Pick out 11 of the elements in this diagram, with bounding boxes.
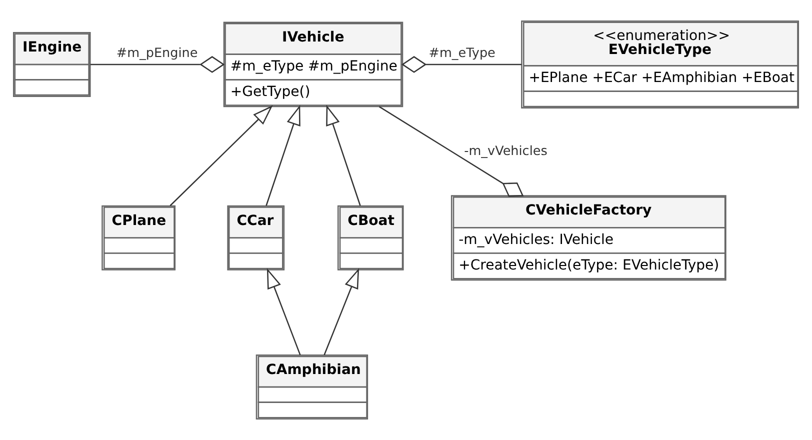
arrow [326,104,361,206]
arrow [266,268,301,356]
edge-label: #m_pEngine [116,46,198,61]
arrow [170,105,273,206]
connector [90,56,225,73]
connector [401,56,522,73]
edge-label: #m_eType [428,46,496,61]
arrow [324,268,360,356]
arrow [266,104,300,206]
edge-label: -m_vVehicles [464,144,548,159]
connector [378,106,524,197]
